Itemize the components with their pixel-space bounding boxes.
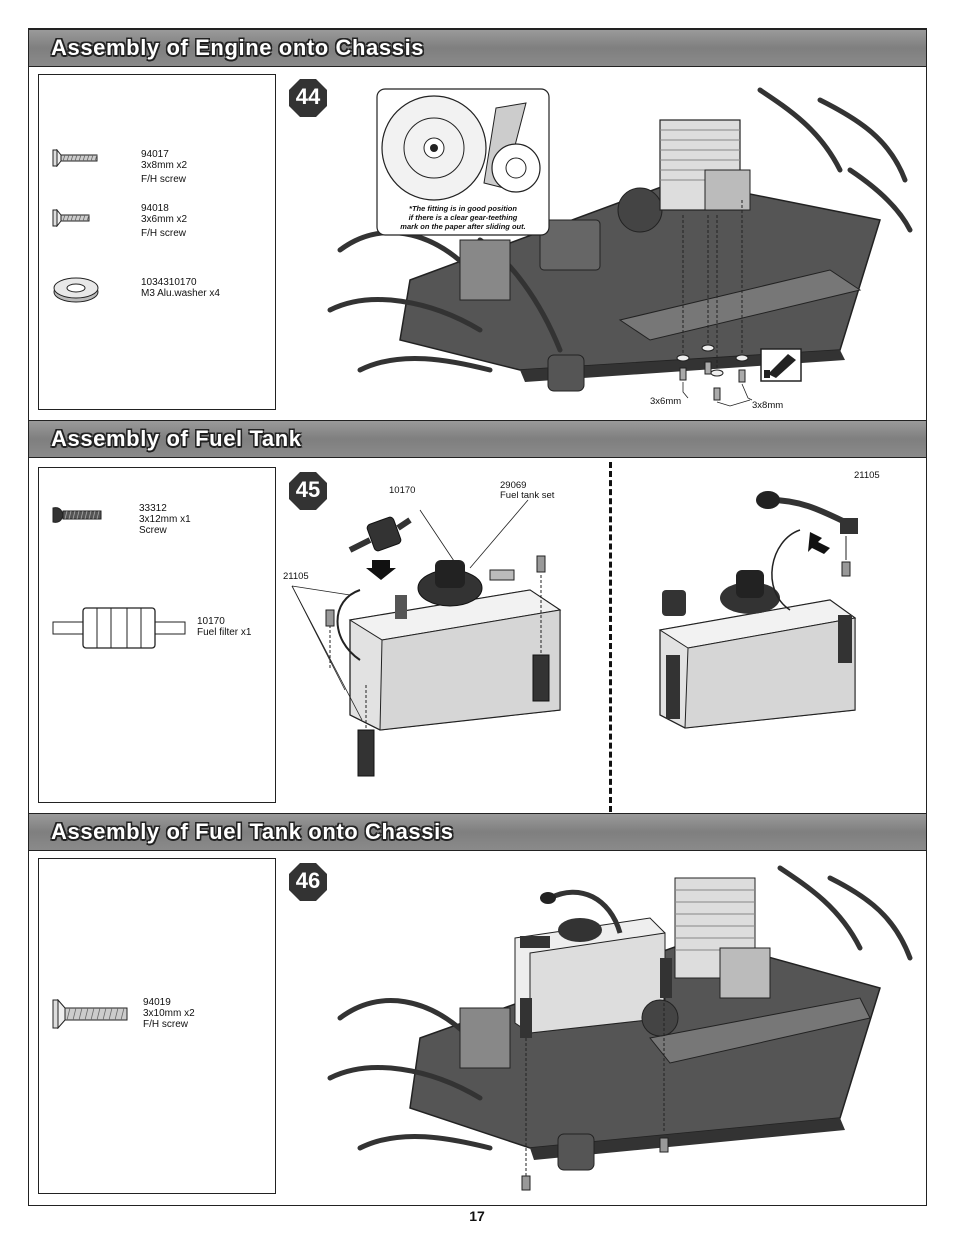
callout-3x6mm: 3x6mm <box>650 396 682 407</box>
parts-box-fuel-tank: 33312 3x12mm x1 Screw 10170 Fuel filter … <box>38 467 276 803</box>
flat-head-screw-icon <box>52 149 98 167</box>
part-label-33312: 33312 3x12mm x1 Screw <box>139 503 191 536</box>
callout-21105-right: 21105 <box>854 470 880 481</box>
step-badge-44 <box>289 79 327 117</box>
step-divider <box>609 462 612 812</box>
engine-chassis-illustration <box>327 87 913 407</box>
page-frame <box>28 28 927 1206</box>
flat-head-screw-icon <box>52 209 90 227</box>
section-title: Assembly of Fuel Tank onto Chassis <box>51 819 454 844</box>
step-number-44: 44 <box>295 84 321 109</box>
round-head-screw-icon <box>52 507 102 523</box>
callout-21105-left: 21105 <box>283 571 309 582</box>
section-header-engine: Assembly of Engine onto Chassis <box>29 29 926 67</box>
part-label-washer: 1034310170 M3 Alu.washer x4 <box>141 277 220 299</box>
step-badge-45 <box>289 472 327 510</box>
gear-mesh-detail-inset <box>376 88 550 236</box>
part-label-94017: 94017 3x8mm x2 F/H screw <box>141 149 188 185</box>
step-number-45: 45 <box>295 477 321 502</box>
part-label-94018: 94018 3x6mm x2 F/H screw <box>141 203 188 239</box>
parts-box-fuel-tank-chassis: 94019 3x10mm x2 F/H screw <box>38 858 276 1194</box>
step-number-46: 46 <box>295 868 321 893</box>
callout-29069: 29069 Fuel tank set <box>500 480 555 501</box>
flat-head-screw-icon <box>52 999 128 1029</box>
callout-10170: 10170 <box>389 485 416 496</box>
washer-icon <box>53 277 99 303</box>
section-header-fuel-tank-chassis: Assembly of Fuel Tank onto Chassis <box>29 813 926 851</box>
section-header-fuel-tank: Assembly of Fuel Tank <box>29 420 926 458</box>
page-number: 17 <box>469 1208 485 1224</box>
section-title: Assembly of Fuel Tank <box>51 426 302 451</box>
parts-box-engine: 94017 3x8mm x2 F/H screw 94018 3x6mm x2 … <box>38 74 276 410</box>
fuel-tank-illustration-right <box>658 491 858 729</box>
section-title: Assembly of Engine onto Chassis <box>51 35 425 60</box>
step-badge-46 <box>289 863 327 901</box>
part-label-94019: 94019 3x10mm x2 F/H screw <box>143 997 195 1030</box>
callout-3x8mm: 3x8mm <box>752 400 784 411</box>
part-label-10170: 10170 Fuel filter x1 <box>197 616 252 638</box>
fuel-filter-icon <box>52 607 186 649</box>
gear-mesh-note: *The fitting is in good position if ther… <box>400 204 526 231</box>
fuel-tank-illustration-left <box>291 499 562 777</box>
tank-chassis-illustration <box>327 865 913 1191</box>
threadlock-icon <box>760 348 802 382</box>
